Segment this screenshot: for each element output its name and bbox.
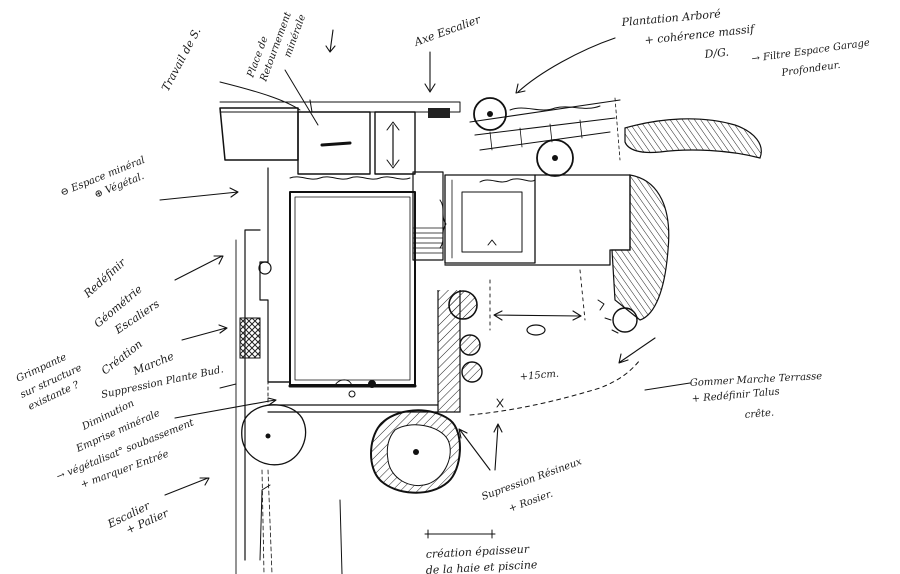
house-main-block [289, 191, 416, 386]
annotation-gommer-1: Gommer Marche Terrasse [690, 371, 823, 389]
annotation-creation-bottom-2: de la haie et piscine [425, 558, 538, 574]
annotation-creation-2: Marche [130, 349, 176, 378]
annotation-filtre-2: Profondeur. [780, 60, 841, 79]
annotation-plantation-1: Plantation Arboré [620, 7, 722, 29]
tree-left-lower [241, 404, 307, 466]
annotation-axe-escalier: Axe Escalier [412, 13, 483, 50]
hatched-slope-right [611, 118, 762, 321]
annotation-travail: Travail de S. [159, 25, 203, 93]
tree-top-b [536, 139, 574, 177]
annotation-plus15: +15cm. [519, 369, 559, 383]
annotation-gommer-2: + Redéfinir Talus [691, 386, 780, 405]
dashed-boundaries [267, 269, 641, 416]
upper-buildings [219, 101, 461, 175]
hedge-borders [289, 99, 601, 398]
annotation-gommer-3: crête. [744, 407, 774, 421]
garage-block [444, 174, 631, 266]
annotation-arrows [159, 29, 691, 574]
annotation-creation-bottom-1: création épaisseur [425, 543, 530, 561]
annotation-plantation-3: D/G. [703, 46, 730, 62]
annotation-filtre-1: → Filtre Espace Garage [751, 37, 871, 65]
tree-large-center [370, 409, 461, 494]
tree-top-a [473, 97, 507, 131]
stairs-central [412, 171, 444, 261]
driveway-lines [469, 97, 621, 161]
annotation-suppression-bud: Suppression Plante Bud. [100, 364, 224, 401]
shrub-group-terrace [448, 290, 638, 383]
annotation-plantation-2: + cohérence massif [644, 22, 757, 47]
annotation-suppression-res-2: + Rosier. [507, 489, 554, 515]
